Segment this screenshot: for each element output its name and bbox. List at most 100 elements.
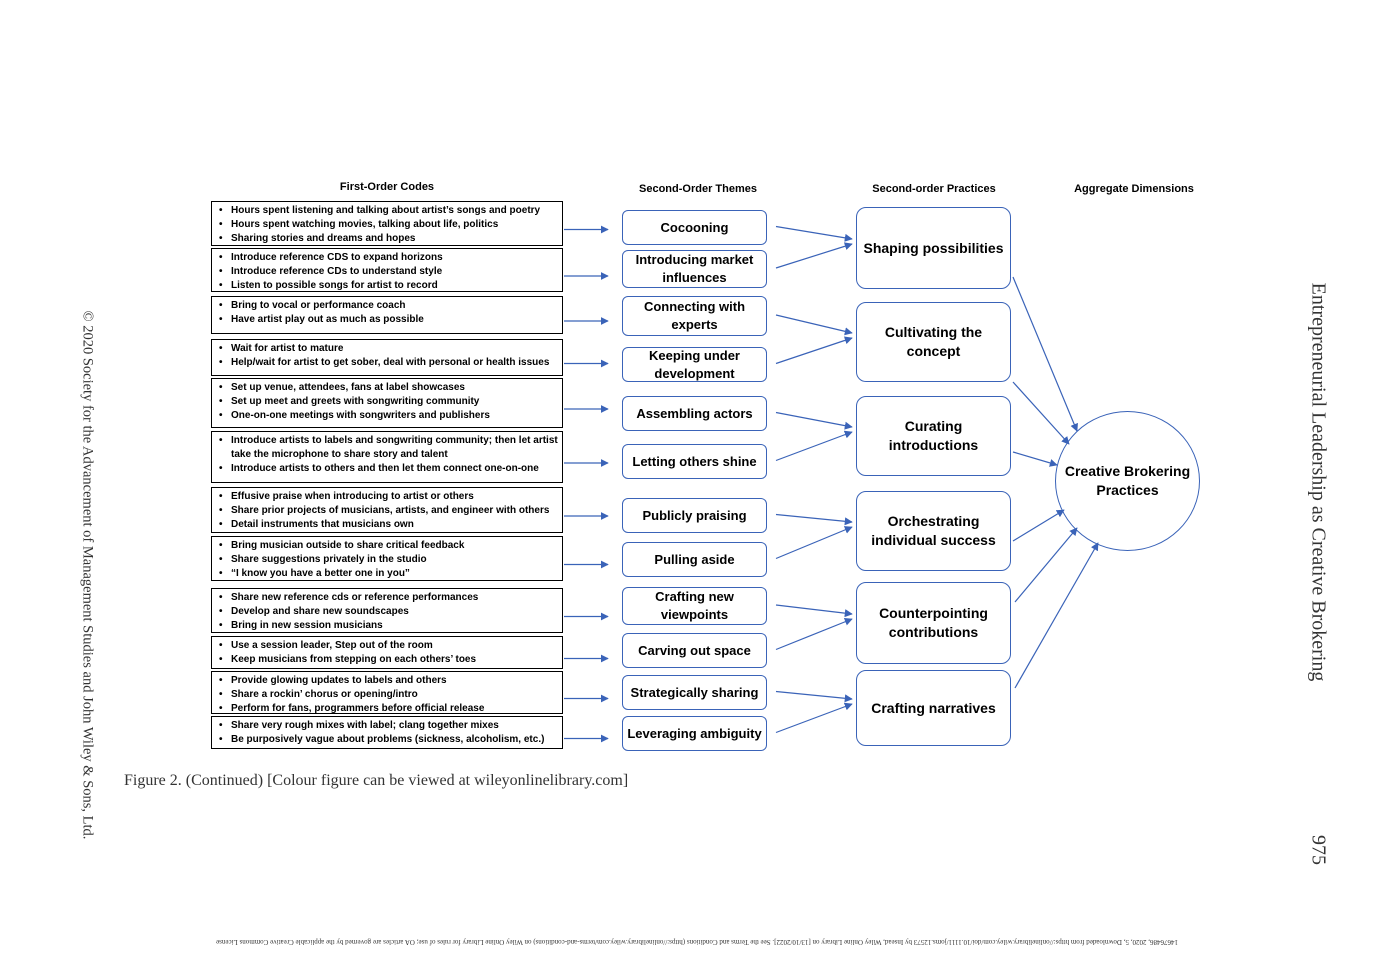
- aggregate-label: Creative Brokering Practices: [1064, 463, 1191, 498]
- practice-to-aggregate-arrow: [1012, 451, 1058, 467]
- code-item: Listen to possible songs for artist to r…: [217, 279, 558, 293]
- code-item: Use a session leader, Step out of the ro…: [217, 639, 558, 653]
- code-item: Share very rough mixes with label; clang…: [217, 719, 558, 733]
- theme-box: Carving out space: [622, 633, 767, 668]
- code-item: Detail instruments that musicians own: [217, 518, 558, 532]
- code-item: Hours spent listening and talking about …: [217, 204, 558, 218]
- theme-label: Assembling actors: [636, 405, 753, 421]
- theme-box: Connecting with experts: [622, 296, 767, 336]
- code-box: Wait for artist to matureHelp/wait for a…: [211, 339, 563, 376]
- code-box: Bring musician outside to share critical…: [211, 536, 563, 581]
- code-item: Introduce reference CDs to understand st…: [217, 265, 558, 279]
- practice-box: Crafting narratives: [856, 670, 1011, 746]
- theme-box: Crafting new viewpoints: [622, 587, 767, 625]
- code-item: Introduce artists to labels and songwrit…: [217, 434, 558, 462]
- theme-to-practice-arrow: [775, 702, 853, 734]
- theme-box: Letting others shine: [622, 444, 767, 479]
- theme-label: Letting others shine: [632, 453, 757, 469]
- practice-to-aggregate-arrow: [1012, 509, 1065, 542]
- practice-label: Curating introductions: [888, 418, 979, 453]
- theme-to-practice-arrow: [775, 513, 853, 526]
- code-item: Hours spent watching movies, talking abo…: [217, 218, 558, 232]
- running-title: Entrepreneurial Leadership as Creative B…: [1307, 282, 1330, 682]
- theme-box: Leveraging ambiguity: [622, 716, 767, 751]
- code-box: Hours spent listening and talking about …: [211, 201, 563, 246]
- code-item: Set up venue, attendees, fans at label s…: [217, 381, 558, 395]
- theme-box: Strategically sharing: [622, 675, 767, 710]
- theme-to-practice-arrow: [775, 336, 853, 365]
- practice-label: Shaping possibilities: [863, 239, 1004, 256]
- code-box: Provide glowing updates to labels and ot…: [211, 671, 563, 716]
- theme-label: Pulling aside: [654, 551, 735, 567]
- copyright-notice: © 2020 Society for the Advancement of Ma…: [79, 310, 96, 840]
- theme-to-practice-arrow: [775, 225, 853, 242]
- figure-caption: Figure 2. (Continued) [Colour figure can…: [124, 772, 629, 789]
- code-item: Effusive praise when introducing to arti…: [217, 490, 558, 504]
- code-item: Have artist play out as much as possible: [217, 313, 558, 327]
- code-box: Introduce reference CDS to expand horizo…: [211, 248, 563, 293]
- code-box: Share very rough mixes with label; clang…: [211, 716, 563, 749]
- aggregate-dimension-circle: Creative Brokering Practices: [1055, 411, 1200, 551]
- header-second-order-themes: Second-Order Themes: [639, 183, 757, 195]
- theme-to-practice-arrow: [775, 617, 853, 651]
- code-item: Introduce artists to others and then let…: [217, 462, 558, 476]
- theme-label: Publicly praising: [642, 507, 747, 523]
- code-item: Perform for fans, programmers before off…: [217, 702, 558, 716]
- theme-label: Introducing market influences: [635, 252, 754, 285]
- code-item: Sharing stories and dreams and hopes: [217, 232, 558, 246]
- theme-box: Introducing market influences: [622, 250, 767, 288]
- practice-label: Orchestrating individual success: [871, 513, 996, 548]
- code-item: Be purposively vague about problems (sic…: [217, 733, 558, 747]
- code-item: Share prior projects of musicians, artis…: [217, 504, 558, 518]
- theme-box: Pulling aside: [622, 542, 767, 577]
- theme-to-practice-arrow: [775, 242, 853, 269]
- theme-box: Keeping under development: [622, 347, 767, 382]
- code-box: Set up venue, attendees, fans at label s…: [211, 378, 563, 428]
- theme-to-practice-arrow: [775, 314, 853, 336]
- code-item: Provide glowing updates to labels and ot…: [217, 674, 558, 688]
- code-item: Share suggestions privately in the studi…: [217, 553, 558, 567]
- code-item: Introduce reference CDS to expand horizo…: [217, 251, 558, 265]
- theme-label: Crafting new viewpoints: [655, 589, 734, 622]
- practice-box: Shaping possibilities: [856, 207, 1011, 289]
- theme-label: Keeping under development: [648, 347, 740, 381]
- practice-to-aggregate-arrow: [1012, 381, 1070, 445]
- code-item: Bring musician outside to share critical…: [217, 539, 558, 553]
- code-item: Share new reference cds or reference per…: [217, 591, 558, 605]
- practice-label: Counterpointing contributions: [879, 605, 988, 640]
- code-item: Share a rockin’ chorus or opening/intro: [217, 688, 558, 702]
- code-item: Bring in new session musicians: [217, 619, 558, 633]
- practice-to-aggregate-arrow: [1014, 527, 1078, 603]
- code-item: “I know you have a better one in you”: [217, 567, 558, 581]
- practice-label: Crafting narratives: [871, 699, 996, 716]
- theme-label: Strategically sharing: [630, 684, 759, 700]
- practice-box: Orchestrating individual success: [856, 491, 1011, 571]
- code-box: Bring to vocal or performance coachHave …: [211, 296, 563, 334]
- download-footer: 14676486, 2020, 5, Downloaded from https…: [216, 938, 1178, 946]
- theme-label: Cocooning: [660, 219, 729, 235]
- theme-box: Publicly praising: [622, 498, 767, 533]
- header-first-order-codes: First-Order Codes: [339, 181, 435, 193]
- code-item: Keep musicians from stepping on each oth…: [217, 653, 558, 667]
- page-number: 975: [1307, 835, 1330, 865]
- theme-label: Connecting with experts: [643, 299, 746, 332]
- code-box: Share new reference cds or reference per…: [211, 588, 563, 633]
- practice-to-aggregate-arrow: [1014, 542, 1099, 689]
- code-box: Use a session leader, Step out of the ro…: [211, 636, 563, 669]
- theme-box: Cocooning: [622, 210, 767, 245]
- theme-to-practice-arrow: [775, 526, 853, 560]
- practice-box: Counterpointing contributions: [856, 582, 1011, 664]
- practice-label: Cultivating the concept: [884, 324, 983, 359]
- code-item: Wait for artist to mature: [217, 342, 558, 356]
- header-aggregate-dimensions: Aggregate Dimensions: [1074, 183, 1194, 195]
- practice-box: Cultivating the concept: [856, 302, 1011, 382]
- theme-to-practice-arrow: [775, 411, 853, 430]
- theme-label: Leveraging ambiguity: [627, 725, 762, 741]
- header-second-order-practices: Second-order Practices: [872, 183, 996, 195]
- theme-box: Assembling actors: [622, 396, 767, 431]
- code-item: Help/wait for artist to get sober, deal …: [217, 356, 558, 370]
- theme-to-practice-arrow: [775, 690, 853, 703]
- code-box: Effusive praise when introducing to arti…: [211, 487, 563, 533]
- code-item: Develop and share new soundscapes: [217, 605, 558, 619]
